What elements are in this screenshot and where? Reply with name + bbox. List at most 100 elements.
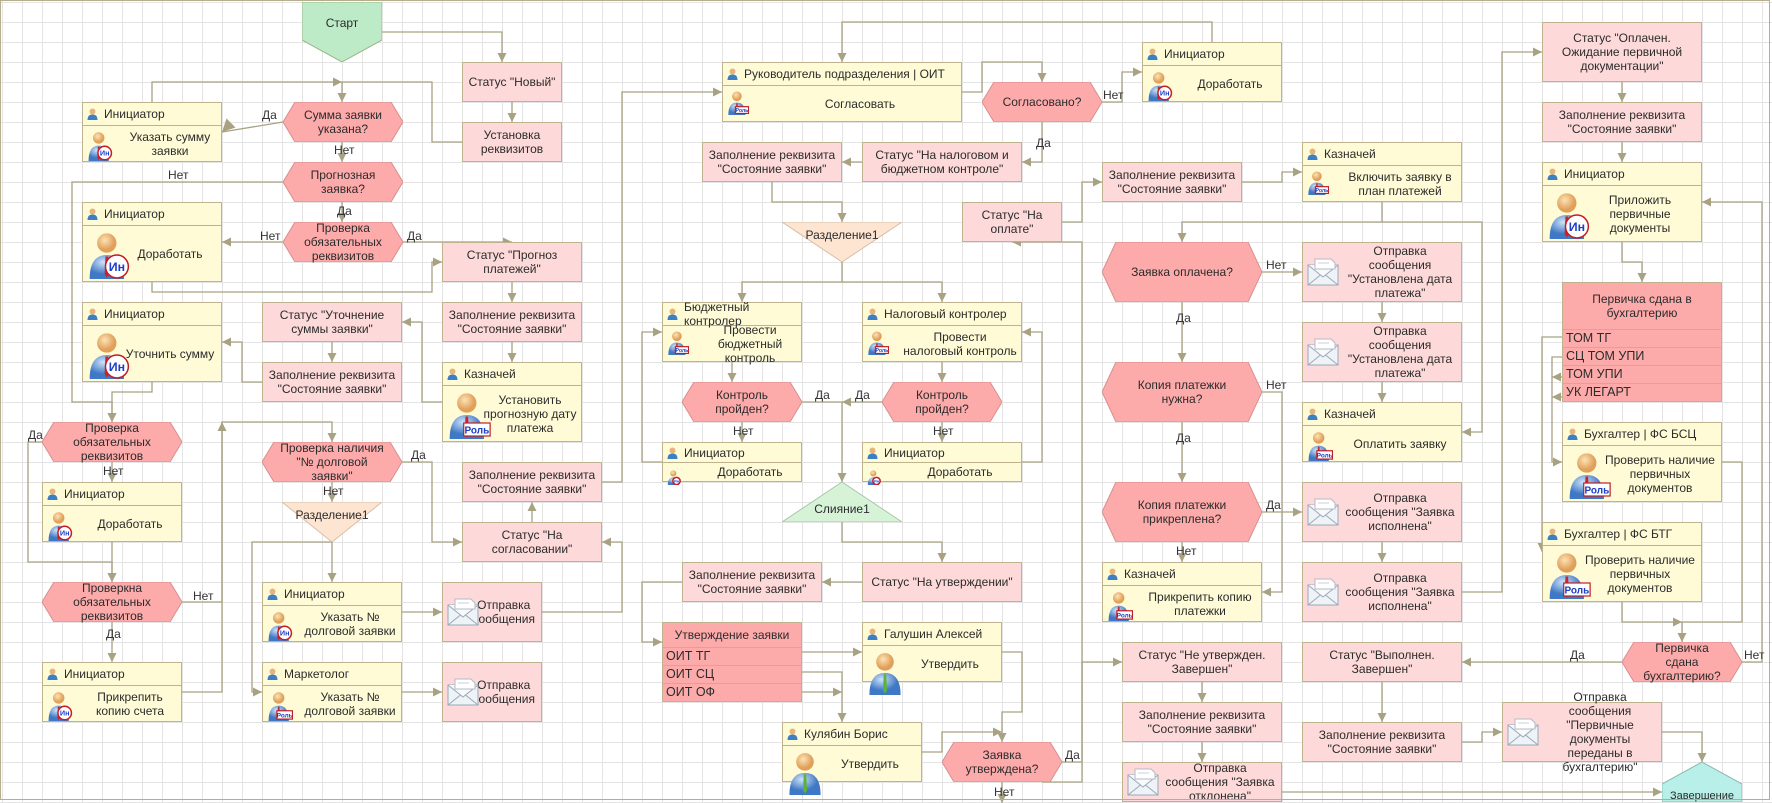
- avatar-role-icon: Роль: [1107, 589, 1134, 624]
- merge-label: Слияние1: [814, 502, 870, 516]
- decision-control-1[interactable]: Контроль пройден?: [682, 382, 802, 422]
- task-initiator-specify-sum[interactable]: Инициатор Ин Указать сумму заявки: [82, 102, 222, 162]
- fill-state-3[interactable]: Заполнение реквизита "Состояние заявки": [462, 462, 602, 502]
- fill-state-9[interactable]: Заполнение реквизита "Состояние заявки": [1542, 102, 1702, 142]
- connector-line: [741, 262, 843, 302]
- fill-state-label: Заполнение реквизита "Состояние заявки": [1558, 108, 1686, 136]
- status-clarify-sum[interactable]: Статус "Уточнение суммы заявки": [262, 302, 402, 342]
- envelope-icon: [1307, 257, 1343, 287]
- fill-state-4[interactable]: Заполнение реквизита "Состояние заявки": [702, 142, 842, 182]
- message-5[interactable]: Отправка сообщения "Заявка исполнена": [1302, 482, 1462, 542]
- decision-agreed[interactable]: Согласовано?: [982, 82, 1102, 122]
- decision-forecast[interactable]: Прогнозная заявка?: [283, 162, 403, 202]
- task-initiator-rework-1[interactable]: Инициатор Ин Доработать: [82, 202, 222, 282]
- task-initiator-rework-2[interactable]: Инициатор Ин Доработать: [42, 482, 182, 542]
- multi-row[interactable]: УК ЛЕГАРТ: [1566, 385, 1631, 399]
- decision-check-req-2[interactable]: Проверка обязательных реквизитов: [42, 421, 182, 463]
- message-7[interactable]: Отправка сообщения "Заявка отклонена": [1122, 761, 1282, 803]
- set-props[interactable]: Установка реквизитов: [462, 122, 562, 162]
- multi-row[interactable]: ОИТ СЦ: [663, 666, 801, 684]
- fill-state-7[interactable]: Заполнение реквизита "Состояние заявки": [1122, 702, 1282, 742]
- decision-primary-submitted[interactable]: Первичка сдана бухгалтерию?: [1622, 641, 1742, 683]
- arrowhead: [507, 353, 517, 362]
- merge-1[interactable]: Слияние1: [782, 482, 902, 522]
- task-tax-controller[interactable]: Налоговый контролер Роль Провести налого…: [862, 302, 1022, 362]
- task-role: Казначей: [1324, 407, 1376, 421]
- status-done[interactable]: Статус "Выполнен. Завершен": [1302, 642, 1462, 682]
- multi-approve-request[interactable]: Утверждение заявки ОИТ ТГ ОИТ СЦ ОИТ ОФ: [662, 622, 802, 702]
- status-payment[interactable]: Статус "На оплате": [962, 202, 1062, 242]
- arrowhead: [1093, 177, 1102, 187]
- status-forecast[interactable]: Статус "Прогноз платежей": [442, 242, 582, 282]
- decision-copy-attached[interactable]: Копия платежки прикреплена?: [1102, 482, 1262, 542]
- decision-check-req-1[interactable]: Проверка обязательных реквизитов: [283, 221, 403, 263]
- decision-debt-number[interactable]: Проверка наличия "№ долговой заявки": [262, 441, 402, 483]
- status-paid-waiting[interactable]: Статус "Оплачен. Ожидание первичной доку…: [1542, 22, 1702, 82]
- multi-row[interactable]: ОИТ ТГ: [663, 648, 801, 666]
- task-action: Включить заявку в план платежей: [1348, 169, 1452, 198]
- decision-approved[interactable]: Заявка утверждена?: [942, 742, 1062, 782]
- task-role: Инициатор: [884, 445, 945, 460]
- message-8[interactable]: Отправка сообщения "Первичные документы …: [1502, 690, 1662, 774]
- decision-sum-given[interactable]: Сумма заявки указана?: [283, 102, 403, 142]
- task-kulyabin-approve[interactable]: Кулябин Борис Утвердить: [782, 722, 922, 795]
- message-label: Отправка сообщения "Установлена дата пла…: [1347, 244, 1453, 300]
- decision-control-2[interactable]: Контроль пройден?: [882, 382, 1002, 422]
- task-galushin-approve[interactable]: Галушин Алексей Утвердить: [862, 622, 1002, 695]
- start-node[interactable]: Старт: [302, 2, 382, 62]
- split-1-left[interactable]: Разделение1: [282, 502, 382, 542]
- status-label: Статус "Прогноз платежей": [466, 248, 558, 276]
- task-initiator-clarify-sum[interactable]: Инициатор Ин Уточнить сумму: [82, 302, 222, 382]
- task-budget-controller[interactable]: Бюджетный контролер Роль Провести бюджет…: [662, 300, 802, 365]
- fill-state-2[interactable]: Заполнение реквизита "Состояние заявки": [262, 362, 402, 402]
- task-treasurer-pay[interactable]: Казначей Роль Оплатить заявку: [1302, 402, 1462, 462]
- fill-state-8[interactable]: Заполнение реквизита "Состояние заявки": [1302, 722, 1462, 762]
- task-treasurer-attach-copy[interactable]: Казначей Роль Прикрепить копию платежки: [1102, 562, 1262, 622]
- decision-check-req-3[interactable]: Проверкна обязательных реквизитов: [42, 581, 182, 623]
- avatar-initiator-icon: Ин: [267, 609, 293, 644]
- arrowhead: [337, 93, 347, 102]
- message-3[interactable]: Отправка сообщения "Установлена дата пла…: [1302, 242, 1462, 302]
- task-initiator-rework-3[interactable]: Инициатор Ин Доработать: [1142, 42, 1282, 102]
- status-on-approve[interactable]: Статус "На утверждении": [862, 562, 1022, 602]
- multi-row[interactable]: СЦ ТОМ УПИ: [1563, 348, 1721, 366]
- task-role: Казначей: [1124, 567, 1176, 581]
- end-node[interactable]: Завершение: [1662, 762, 1742, 802]
- message-2[interactable]: Отправка сообщения: [442, 662, 542, 722]
- task-accountant-bsc[interactable]: Бухгалтер | ФС БСЦ Роль Проверить наличи…: [1562, 422, 1722, 502]
- task-marketer-debt-number[interactable]: Маркетолог Роль Указать № долговой заявк…: [262, 662, 402, 722]
- task-accountant-btg[interactable]: Бухгалтер | ФС БТГ Роль Проверить наличи…: [1542, 522, 1702, 602]
- multi-row[interactable]: ТОМ ТГ: [1563, 330, 1721, 348]
- task-treasurer-include-plan[interactable]: Казначей Роль Включить заявку в план пла…: [1302, 142, 1462, 202]
- task-initiator-debt-number[interactable]: Инициатор Ин Указать № долговой заявки: [262, 582, 402, 642]
- task-treasurer-forecast-date[interactable]: Казначей Роль Установить прогнозную дату…: [442, 362, 582, 442]
- task-role: Руководитель подразделения | ОИТ: [744, 67, 945, 81]
- task-initiator-attach-docs[interactable]: Инициатор Ин Приложить первичные докумен…: [1542, 162, 1702, 242]
- multi-row[interactable]: ТОМ УПИ: [1563, 366, 1721, 384]
- multi-primary-submitted[interactable]: Первичка сдана в бухгалтерию ТОМ ТГ СЦ Т…: [1562, 282, 1722, 402]
- task-head-approve[interactable]: Руководитель подразделения | ОИТ Роль Со…: [722, 62, 962, 122]
- split-1-middle[interactable]: Разделение1: [782, 222, 902, 262]
- task-initiator-attach-invoice[interactable]: Инициатор Ин Прикрепить копию счета: [42, 662, 182, 722]
- status-tax-budget[interactable]: Статус "На налоговом и бюджетном контрол…: [862, 142, 1022, 182]
- multi-row[interactable]: ОИТ ОФ: [666, 685, 716, 699]
- decision-paid[interactable]: Заявка оплачена?: [1102, 242, 1262, 302]
- status-label: Статус "На утверждении": [871, 575, 1013, 589]
- user-icon: [47, 488, 58, 500]
- fill-state-5[interactable]: Заполнение реквизита "Состояние заявки": [682, 562, 822, 602]
- task-action: Указать сумму заявки: [129, 129, 211, 158]
- status-not-approved[interactable]: Статус "Не утвержден. Завершен": [1122, 642, 1282, 682]
- message-1[interactable]: Отправка сообщения: [442, 582, 542, 642]
- task-initiator-rework-5[interactable]: Инициатор Ин Доработать: [862, 442, 1022, 486]
- fill-state-6[interactable]: Заполнение реквизита "Состояние заявки": [1102, 162, 1242, 202]
- message-4[interactable]: Отправка сообщения "Установлена дата пла…: [1302, 322, 1462, 382]
- task-initiator-rework-4[interactable]: Инициатор Ин Доработать: [662, 442, 802, 486]
- fill-state-1[interactable]: Заполнение реквизита "Состояние заявки": [442, 302, 582, 342]
- decision-label: Заявка утверждена?: [965, 748, 1039, 776]
- decision-copy-needed[interactable]: Копия платежки нужна?: [1102, 362, 1262, 422]
- arrowhead: [1377, 713, 1387, 722]
- message-6[interactable]: Отправка сообщения "Заявка исполнена": [1302, 562, 1462, 622]
- status-new[interactable]: Статус "Новый": [462, 62, 562, 102]
- status-approval[interactable]: Статус "На согласовании": [462, 522, 602, 562]
